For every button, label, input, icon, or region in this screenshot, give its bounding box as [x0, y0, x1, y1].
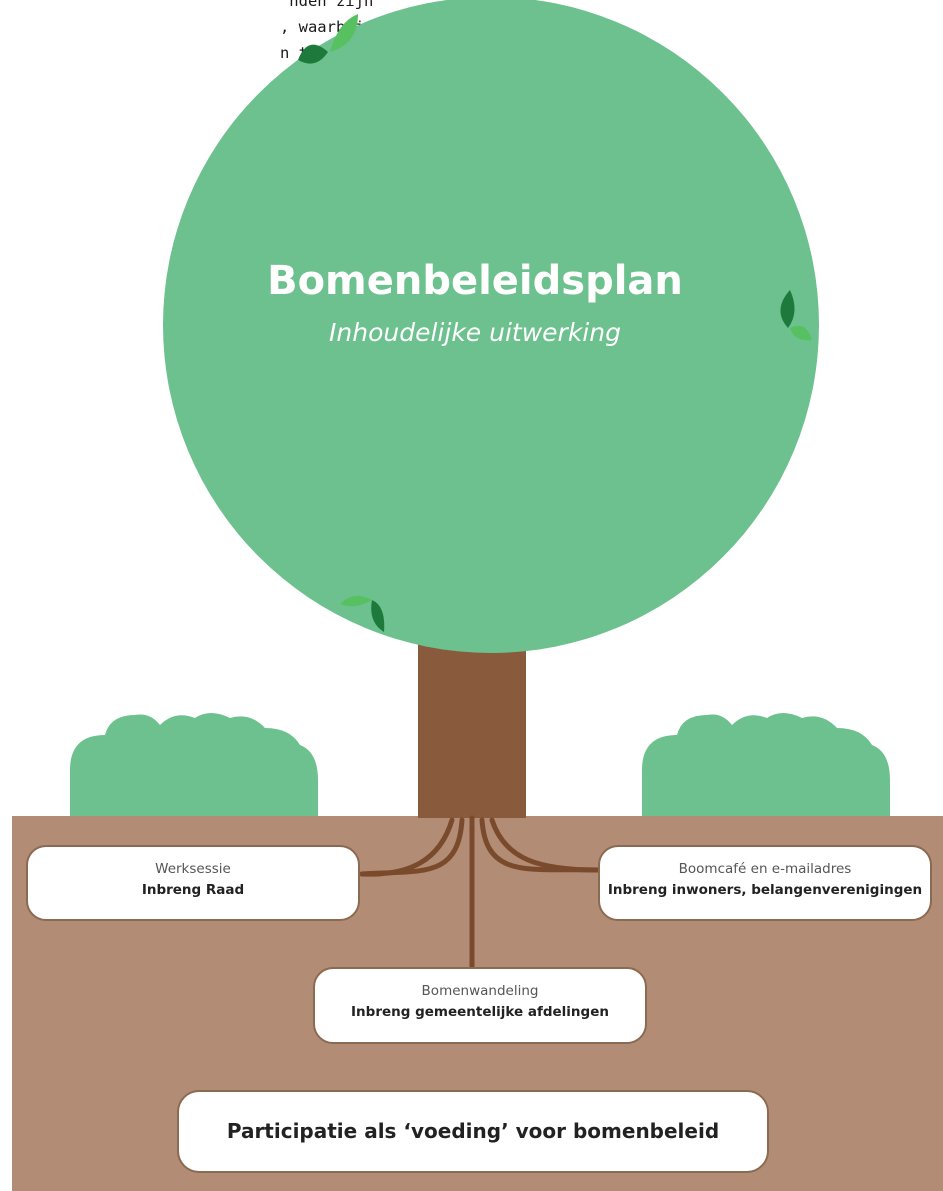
input-label: Boomcafé en e-mailadres	[678, 861, 852, 877]
leaf-icon	[340, 595, 385, 632]
bush-left	[70, 713, 318, 818]
tree-subtitle: Inhoudelijke uitwerking	[329, 318, 621, 347]
leaf-icon	[780, 290, 812, 341]
input-box-raad: Werksessie Inbreng Raad	[26, 845, 360, 921]
caption-box: Participatie als ‘voeding’ voor bomenbel…	[177, 1090, 769, 1173]
caption-text: Participatie als ‘voeding’ voor bomenbel…	[226, 1119, 720, 1143]
leaf-icon	[298, 14, 358, 64]
paragraph-line: nden zijn	[0, 0, 374, 10]
input-detail: Inbreng Raad	[141, 882, 245, 898]
input-detail: Inbreng gemeentelijke afdelingen	[351, 1004, 609, 1020]
input-box-inwoners: Boomcafé en e-mailadres Inbreng inwoners…	[598, 845, 932, 921]
tree-roots	[359, 815, 601, 971]
input-label: Bomenwandeling	[421, 983, 539, 999]
bush-right	[642, 713, 890, 818]
tree-crown	[163, 0, 819, 653]
input-label: Werksessie	[155, 861, 231, 877]
input-detail: Inbreng inwoners, belangenverenigingen	[607, 882, 923, 898]
tree-title: Bomenbeleidsplan	[267, 258, 683, 304]
input-box-afdelingen: Bomenwandeling Inbreng gemeentelijke afd…	[313, 967, 647, 1044]
